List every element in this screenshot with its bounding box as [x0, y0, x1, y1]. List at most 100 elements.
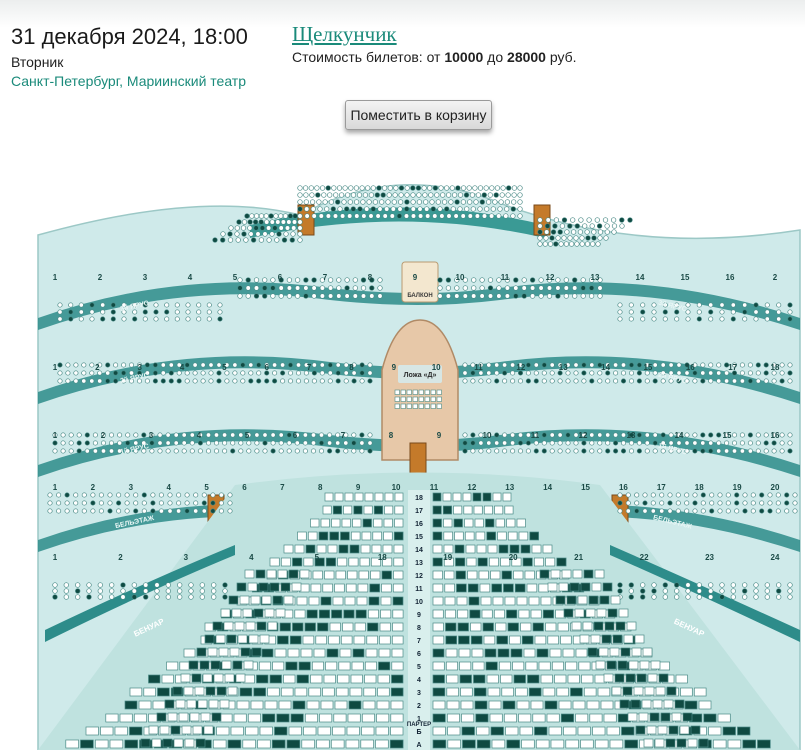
tier1-seat[interactable] — [197, 448, 203, 454]
beletage-seat[interactable] — [775, 492, 781, 498]
parterre-seat[interactable] — [526, 583, 538, 593]
tier3-seat[interactable] — [454, 293, 460, 299]
tier2-seat[interactable] — [652, 370, 658, 376]
parterre-seat[interactable] — [250, 700, 264, 710]
beletage-seat[interactable] — [56, 500, 62, 506]
gallery-right-seat[interactable] — [582, 223, 588, 229]
tier1-seat[interactable] — [335, 440, 341, 446]
tier2-seat[interactable] — [771, 370, 777, 376]
benoir-right-seat[interactable] — [696, 582, 702, 588]
tier2-seat[interactable] — [462, 362, 468, 368]
tier2-seat[interactable] — [264, 362, 270, 368]
parterre-side-right-seat[interactable] — [641, 699, 652, 709]
parterre-seat[interactable] — [545, 622, 557, 632]
tier2-seat[interactable] — [668, 370, 674, 376]
tier1-seat[interactable] — [708, 440, 714, 446]
gallery-left-seat[interactable] — [286, 219, 292, 225]
tier2-seat[interactable] — [280, 362, 286, 368]
tier1-seat[interactable] — [213, 440, 220, 446]
parterre-seat[interactable] — [324, 570, 335, 580]
tier2-seat[interactable] — [65, 370, 71, 376]
beletage-seat[interactable] — [675, 500, 681, 506]
benoir-right-seat[interactable] — [708, 594, 714, 600]
parterre-seat[interactable] — [376, 700, 390, 710]
parterre-seat[interactable] — [473, 505, 483, 515]
tier2-seat[interactable] — [620, 362, 627, 368]
tier3-seat[interactable] — [454, 285, 460, 291]
loge-d-seat[interactable] — [412, 389, 418, 395]
parterre-seat[interactable] — [304, 713, 318, 723]
parterre-side-left-seat[interactable] — [250, 595, 261, 605]
tier3-right-seat[interactable] — [764, 316, 770, 322]
tier1-seat[interactable] — [692, 432, 698, 438]
parterre-seat[interactable] — [340, 635, 353, 645]
parterre-side-right-seat[interactable] — [611, 686, 622, 696]
tier3-left-seat[interactable] — [78, 316, 84, 322]
gallery-left-seat[interactable] — [283, 231, 289, 237]
beletage-seat[interactable] — [73, 492, 79, 498]
parterre-seat[interactable] — [442, 492, 452, 502]
gallery-right-seat[interactable] — [589, 223, 595, 229]
parterre-seat[interactable] — [379, 635, 391, 645]
parterre-seat[interactable] — [487, 687, 501, 697]
tier1-seat[interactable] — [589, 440, 595, 446]
gallery-seat[interactable] — [397, 206, 403, 212]
parterre-side-right-seat[interactable] — [644, 686, 655, 696]
gallery-seat[interactable] — [316, 199, 322, 205]
gallery-right-seat[interactable] — [537, 223, 543, 229]
benoir-left-seat[interactable] — [97, 588, 103, 594]
parterre-seat[interactable] — [452, 492, 462, 502]
tier3-right-seat[interactable] — [628, 316, 634, 322]
gallery-seat[interactable] — [483, 185, 489, 191]
tier1-seat[interactable] — [173, 432, 179, 438]
gallery-seat[interactable] — [309, 192, 315, 198]
tier1-seat[interactable] — [525, 432, 531, 438]
benoir-right-seat[interactable] — [651, 582, 657, 588]
benoir-right-seat[interactable] — [753, 588, 759, 594]
tier3-right-seat[interactable] — [708, 316, 714, 322]
parterre-seat[interactable] — [516, 596, 528, 606]
tier1-seat[interactable] — [100, 432, 107, 438]
beletage-seat[interactable] — [684, 508, 690, 514]
parterre-side-left-seat[interactable] — [229, 647, 240, 657]
parterre-seat[interactable] — [308, 596, 320, 606]
parterre-seat[interactable] — [333, 713, 347, 723]
parterre-seat[interactable] — [512, 661, 525, 671]
tier3-seat[interactable] — [513, 285, 519, 291]
tier2-seat[interactable] — [684, 370, 690, 376]
tier1-seat[interactable] — [502, 448, 508, 454]
parterre-side-left-seat[interactable] — [227, 686, 238, 696]
parterre-seat[interactable] — [446, 674, 459, 684]
tier3-right-seat[interactable] — [776, 302, 782, 308]
parterre-seat[interactable] — [361, 713, 375, 723]
beletage-seat[interactable] — [659, 492, 665, 498]
parterre-seat[interactable] — [390, 726, 404, 736]
tier1-seat[interactable] — [318, 432, 325, 438]
gallery-right-seat[interactable] — [602, 217, 609, 223]
gallery-seat[interactable] — [424, 206, 430, 212]
gallery-right-seat[interactable] — [545, 217, 551, 223]
benoir-left-seat[interactable] — [63, 588, 69, 594]
gallery-seat[interactable] — [331, 185, 337, 191]
parterre-seat[interactable] — [444, 570, 455, 580]
tier2-seat[interactable] — [502, 378, 508, 384]
tier3-seat[interactable] — [563, 293, 569, 299]
beletage-seat[interactable] — [792, 492, 798, 498]
parterre-seat[interactable] — [380, 609, 392, 619]
parterre-side-right-seat[interactable] — [627, 712, 638, 722]
gallery-left-seat[interactable] — [262, 231, 268, 237]
parterre-seat[interactable] — [495, 518, 505, 528]
tier3-right-seat[interactable] — [719, 302, 725, 308]
tier1-seat[interactable] — [359, 448, 365, 454]
gallery-seat[interactable] — [392, 192, 398, 198]
gallery-seat[interactable] — [375, 213, 381, 219]
tier1-seat[interactable] — [510, 440, 516, 446]
tier1-seat[interactable] — [716, 440, 722, 446]
tier1-seat[interactable] — [700, 440, 706, 446]
tier1-seat[interactable] — [755, 440, 761, 446]
beletage-seat[interactable] — [675, 508, 681, 514]
beletage-seat[interactable] — [193, 500, 199, 506]
tier2-seat[interactable] — [97, 370, 103, 376]
tier2-seat[interactable] — [121, 378, 127, 384]
parterre-seat[interactable] — [306, 700, 320, 710]
